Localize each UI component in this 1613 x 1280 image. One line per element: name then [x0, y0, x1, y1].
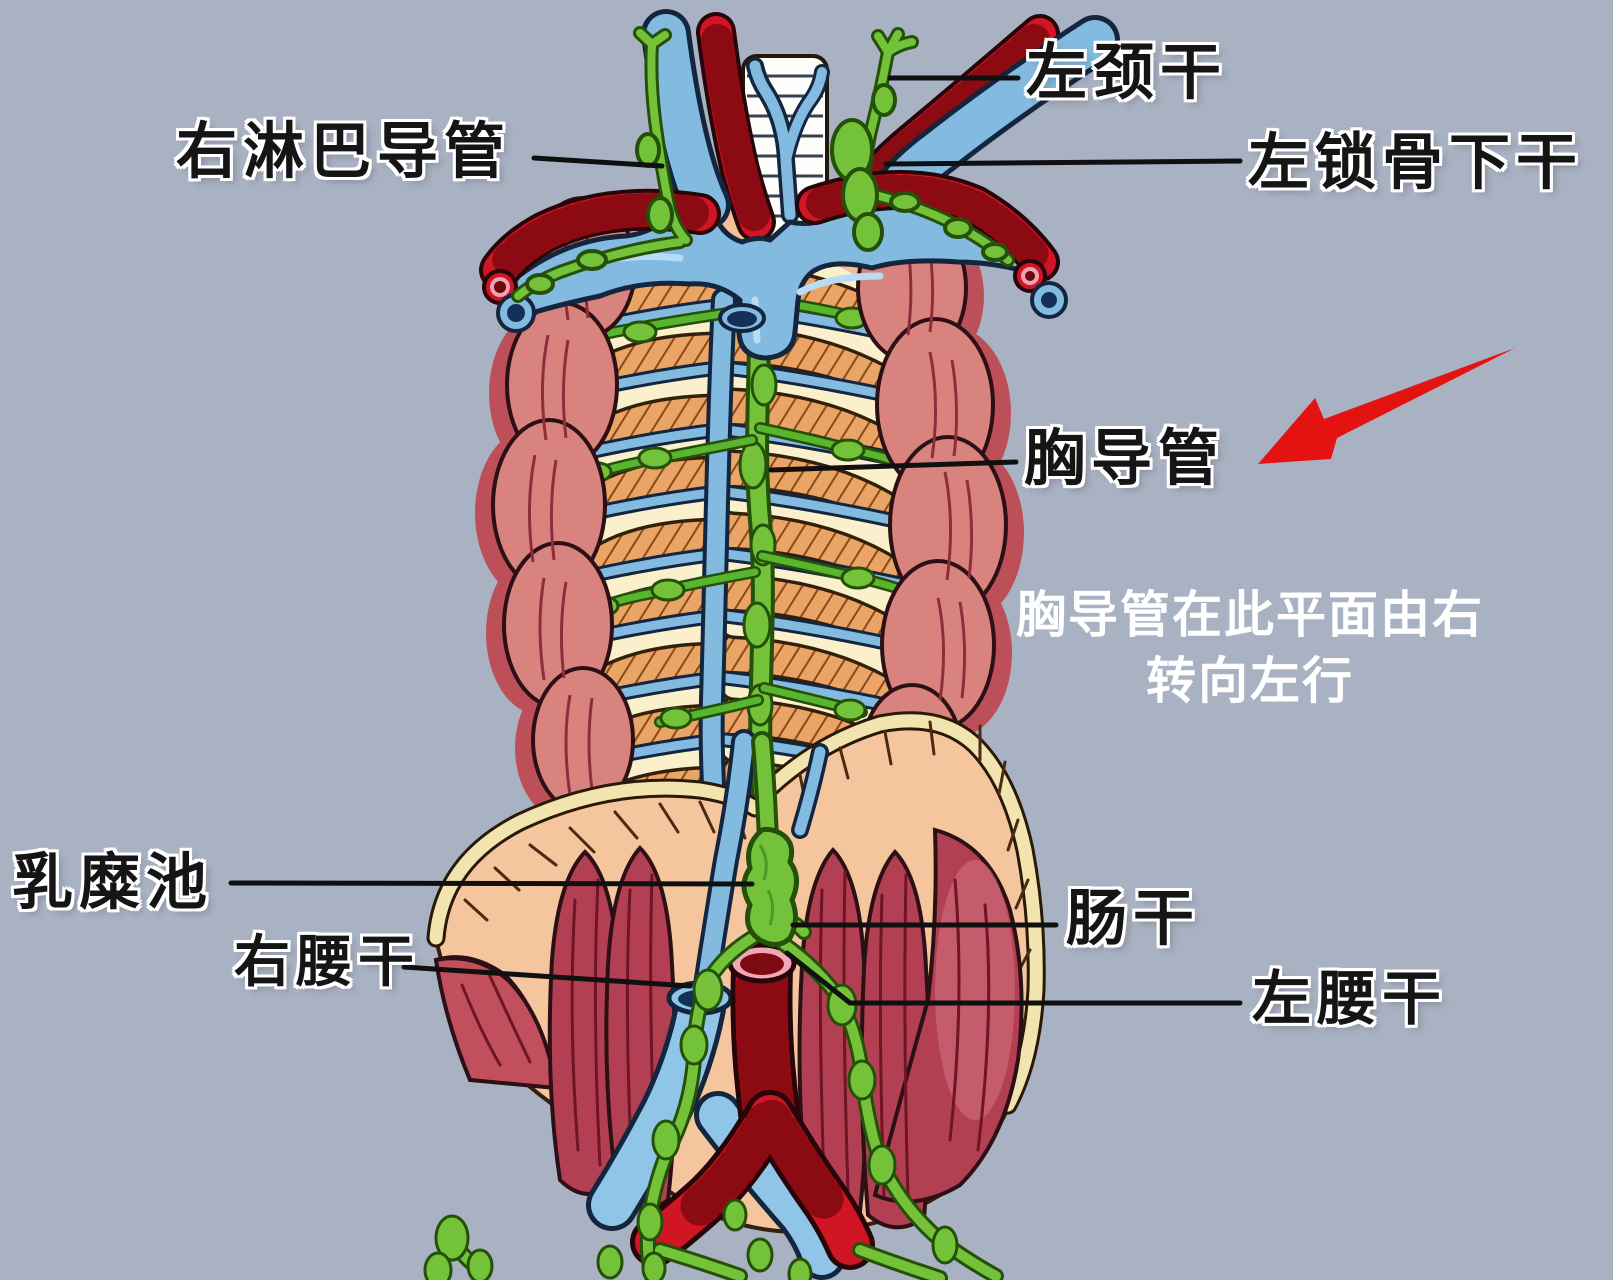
label-left-lumbar-trunk: 左腰干 [1252, 966, 1448, 1032]
pointer-left-lumbar-trunk [784, 950, 1243, 1006]
diaphragm-band-right [763, 714, 1043, 1112]
label-right-lymphatic-duct: 右淋巴导管 [176, 117, 512, 185]
label-thoracic-duct: 胸导管 [1024, 424, 1226, 492]
thoracic-duct-note: 胸导管在此平面由右 转向左行 [1000, 582, 1500, 714]
label-right-lumbar-trunk: 右腰干 [234, 930, 420, 993]
label-intestinal-trunk: 肠干 [1066, 884, 1201, 952]
abdominal-aorta [630, 937, 875, 1270]
red-annotation-arrow [1258, 348, 1515, 464]
cut-vessel-stubs [482, 259, 1068, 333]
cervical-lymph-trunks [511, 26, 1015, 303]
pointer-thoracic-duct [768, 459, 1019, 473]
diaphragm-band-left [429, 781, 762, 945]
cisterna-chyli-sac [741, 826, 799, 947]
label-cisterna-chyli: 乳糜池 [12, 848, 214, 916]
label-left-subclavian-trunk: 左锁骨下干 [1248, 128, 1584, 196]
pointer-right-lymphatic-duct [531, 155, 665, 169]
lumbar-lymph-nodes [423, 968, 959, 1280]
note-line-2: 转向左行 [1146, 653, 1354, 709]
pointer-left-subclavian-trunk [883, 158, 1243, 167]
pointer-cisterna-chyli [228, 880, 755, 887]
pointer-right-lumbar-trunk [401, 964, 693, 989]
cisterna-chyli-vessel [423, 826, 1004, 1280]
pointer-lines [228, 75, 1243, 1006]
thyroid-veins [746, 57, 830, 224]
label-left-jugular-trunk: 左颈干 [1026, 38, 1228, 106]
note-line-1: 胸导管在此平面由右 [1016, 587, 1484, 643]
right-crus-a [797, 847, 870, 1224]
